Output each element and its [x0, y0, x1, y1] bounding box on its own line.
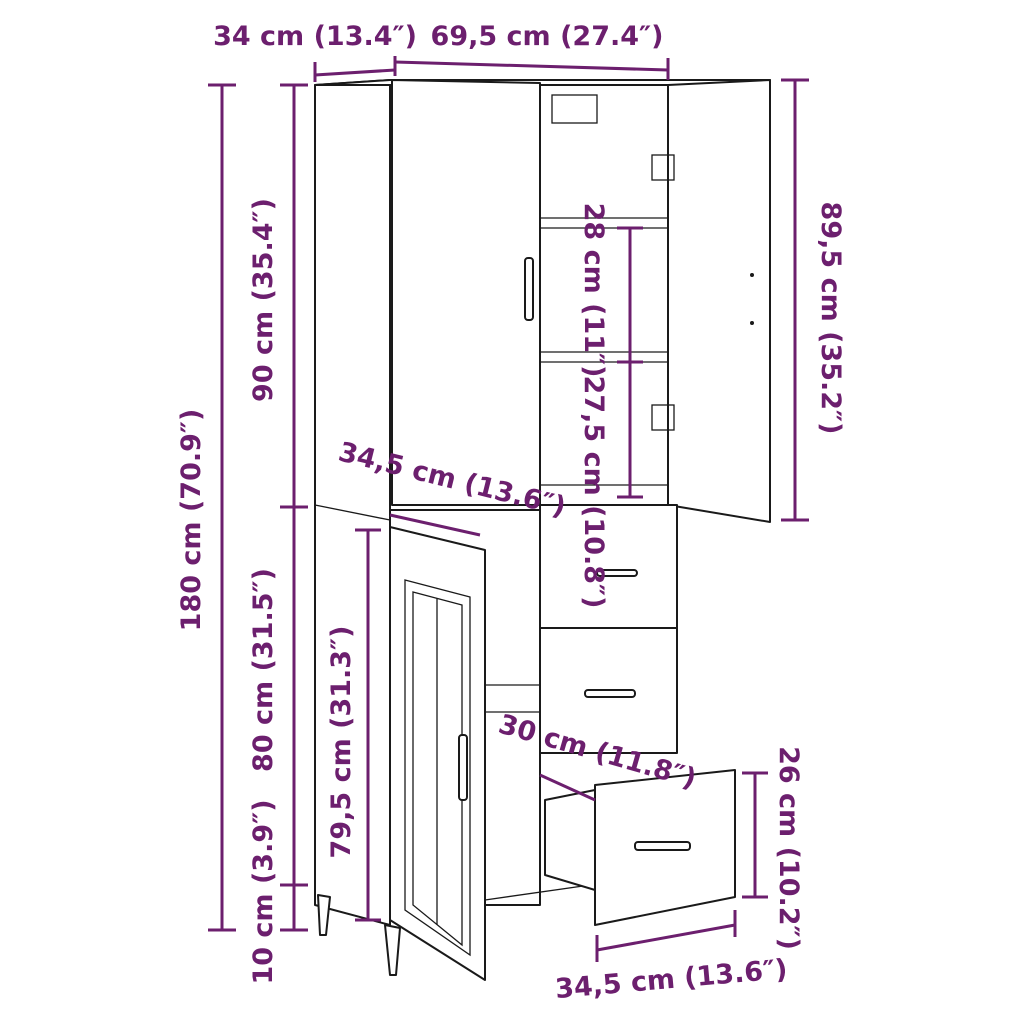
label-depth-top: 34 cm (13.4″): [213, 21, 417, 52]
leg: [317, 894, 331, 936]
label-leg-height: 10 cm (3.9″): [248, 799, 279, 984]
label-width-top: 69,5 cm (27.4″): [431, 21, 664, 52]
label-lower-door-height: 79,5 cm (31.3″): [326, 626, 357, 859]
label-drawer-width: 34,5 cm (13.6″): [554, 954, 789, 1005]
hinge: [651, 404, 675, 431]
upper-right-door: [667, 79, 771, 523]
upper-interior: [539, 84, 669, 506]
label-lower-height: 80 cm (31.5″): [248, 568, 279, 772]
upper-left-door: [391, 79, 541, 506]
hinge: [651, 154, 675, 181]
dimension-lines: [208, 56, 809, 962]
drawer-handle: [596, 569, 638, 577]
door-handle: [458, 734, 468, 801]
label-shelf-gap-upper: 28 cm (11″): [578, 203, 609, 378]
drawer-3-side: [544, 789, 596, 891]
drawer-handle: [634, 841, 691, 851]
cabinet-illustration: [314, 79, 771, 981]
label-upper-height: 90 cm (35.4″): [248, 198, 279, 402]
drawer-1: [539, 504, 678, 643]
door-handle: [524, 257, 534, 321]
label-shelf-gap-lower: 27,5 cm (10.8″): [578, 376, 609, 609]
drawer-handle: [584, 689, 636, 698]
label-drawer-height: 26 cm (10.2″): [773, 746, 804, 950]
hinge: [551, 94, 598, 124]
leg: [384, 924, 401, 976]
label-total-height: 180 cm (70.9″): [176, 409, 207, 632]
label-upper-door-height: 89,5 cm (35.2″): [815, 202, 846, 435]
